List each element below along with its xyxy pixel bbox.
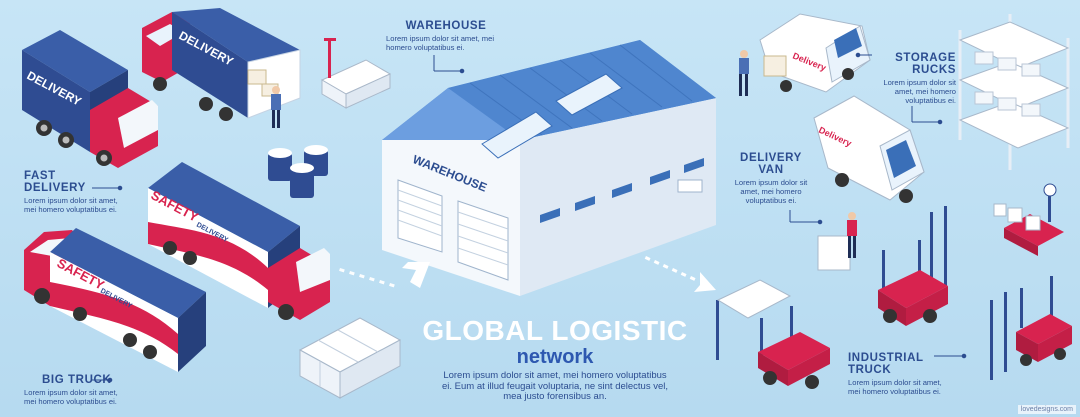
- title-description: Lorem ipsum dolor sit amet, mei homero v…: [441, 370, 668, 402]
- flow-arrow-right: [644, 256, 716, 292]
- label-big-truck: BIG TRUCK Lorem ipsum dolor sit amet, me…: [24, 374, 124, 406]
- label-fast-delivery-heading2: DELIVERY: [24, 182, 86, 194]
- delivery-truck-2: DELIVERY: [142, 8, 301, 128]
- label-fast-delivery-heading1: FAST: [24, 170, 56, 182]
- title-line-2: network: [516, 346, 594, 368]
- connector-lines: [92, 52, 967, 383]
- boxes-on-pallet: [298, 317, 402, 399]
- label-warehouse-heading: WAREHOUSE: [405, 20, 487, 32]
- forklift-2: [716, 279, 830, 389]
- delivery-van-2: Delivery: [813, 95, 925, 203]
- flow-arrow-left: [339, 262, 430, 288]
- forklift-1: [878, 206, 948, 326]
- label-fast-delivery-text: Lorem ipsum dolor sit amet, mei homero v…: [24, 196, 118, 214]
- label-big-truck-heading: BIG TRUCK: [42, 374, 112, 386]
- worker-icon: [847, 212, 857, 258]
- warehouse-building: WAREHOUSE: [382, 40, 716, 296]
- label-storage-rucks-heading2: RUCKS: [912, 64, 956, 76]
- label-warehouse: WAREHOUSE Lorem ipsum dolor sit amet, me…: [386, 20, 506, 52]
- watermark: lovedesigns.com: [1017, 405, 1076, 414]
- safety-truck-2: SAFETY DELIVERY: [24, 228, 206, 372]
- label-delivery-van-heading2: VAN: [758, 164, 784, 176]
- label-industrial-truck-heading1: INDUSTRIAL: [848, 352, 924, 364]
- pallet-jack-icon: [320, 38, 392, 109]
- worker-icon: [271, 86, 281, 128]
- forklift-3: [990, 276, 1072, 380]
- scale-with-boxes: [993, 183, 1064, 256]
- label-industrial-truck-heading2: TRUCK: [848, 364, 892, 376]
- label-storage-rucks-text: Lorem ipsum dolor sit amet, mei homero v…: [883, 78, 956, 105]
- label-warehouse-text: Lorem ipsum dolor sit amet, mei homero v…: [386, 34, 495, 52]
- worker-icon: [739, 50, 749, 96]
- label-storage-rucks-heading1: STORAGE: [895, 52, 956, 64]
- label-delivery-van-heading1: DELIVERY: [740, 152, 802, 164]
- barrels-icon: [268, 145, 328, 198]
- storage-racks: [958, 14, 1070, 170]
- safety-truck-1: SAFETY DELIVERY: [148, 162, 330, 320]
- delivery-truck-1: DELIVERY: [22, 30, 158, 168]
- label-big-truck-text: Lorem ipsum dolor sit amet, mei homero v…: [24, 388, 118, 406]
- label-delivery-van-text: Lorem ipsum dolor sit amet, mei homero v…: [734, 178, 808, 205]
- label-industrial-truck-text: Lorem ipsum dolor sit amet, mei homero v…: [848, 378, 942, 396]
- title-line-1: GLOBAL LOGISTIC: [422, 315, 688, 346]
- delivery-van-1: Delivery: [739, 13, 871, 96]
- main-title: GLOBAL LOGISTIC network: [410, 315, 700, 369]
- hand-truck-boxes: [817, 212, 857, 271]
